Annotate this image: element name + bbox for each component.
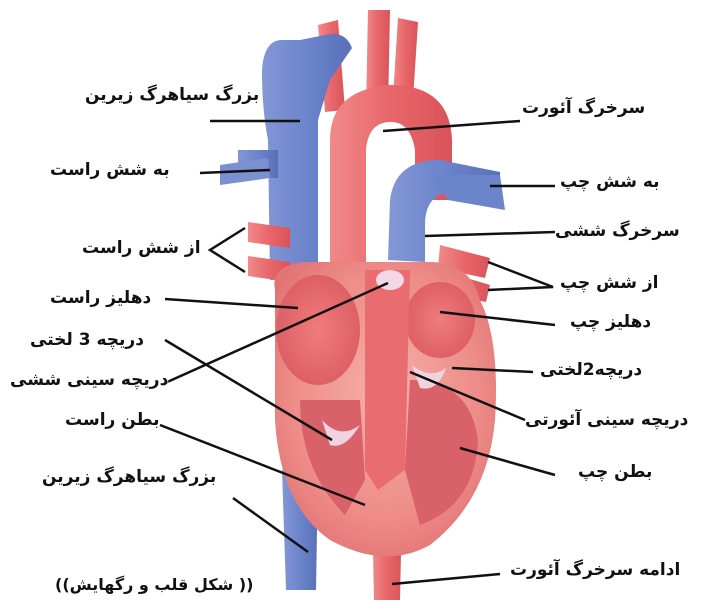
label-aortic-semilunar: دریچه سینی آئورتی bbox=[525, 410, 688, 430]
label-left-ventricle: بطن چپ bbox=[578, 462, 652, 482]
label-pulmonary-artery: سرخرگ ششی bbox=[555, 221, 680, 241]
label-aorta: سرخرگ آئورت bbox=[522, 98, 645, 118]
label-to-left-lung: به شش چپ bbox=[560, 172, 660, 192]
label-to-right-lung: به شش راست bbox=[50, 160, 170, 180]
label-left-atrium: دهلیز چپ bbox=[570, 312, 651, 332]
label-tricuspid-valve: دریچه 3 لختی bbox=[30, 330, 144, 350]
label-superior-vena-cava: بزرگ سیاهرگ زیرین bbox=[85, 85, 259, 105]
label-pulmonary-semilunar: دریچه سینی ششی bbox=[10, 370, 168, 390]
label-inferior-vena-cava: بزرگ سیاهرگ زیرین bbox=[42, 467, 216, 487]
label-aorta-continuation: ادامه سرخرگ آئورت bbox=[510, 560, 680, 580]
caption: (( شکل قلب و رگهایش)) bbox=[55, 575, 253, 594]
label-mitral-valve: دریچه2لختی bbox=[540, 360, 642, 380]
label-right-ventricle: بطن راست bbox=[65, 410, 160, 430]
right-atrium-chamber bbox=[276, 275, 360, 385]
septum-shape bbox=[365, 270, 410, 490]
left-atrium-chamber bbox=[405, 282, 475, 358]
label-right-atrium: دهلیز راست bbox=[50, 288, 151, 308]
label-from-left-lung: از شش چپ bbox=[560, 273, 658, 293]
label-from-right-lung: از شش راست bbox=[82, 238, 201, 258]
